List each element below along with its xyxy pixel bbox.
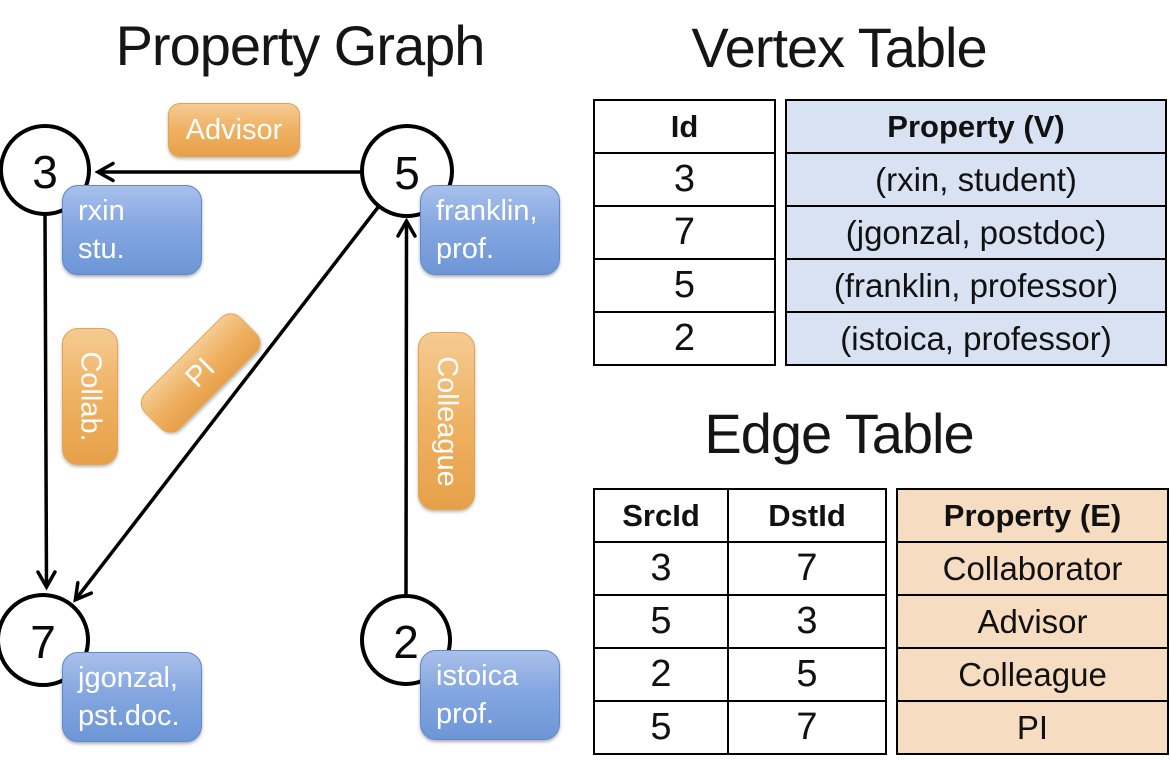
edge-dstid-cell: 7 [727,700,887,755]
table-row: Collaborator [896,541,1169,596]
edge-dstid-cell: 5 [727,647,887,702]
table-row: 5 7 [593,700,887,755]
vertex-col-header-property: Property (V) [785,99,1167,154]
edge-label-pi-text: PI [179,351,222,394]
vertex-property-cell: (istoica, professor) [785,311,1167,366]
table-row: 2 5 [593,647,887,702]
edge-srcid-cell: 5 [593,594,729,649]
vertex-table-property-column: Property (V) (rxin, student) (jgonzal, p… [785,99,1167,366]
node-property-line: franklin, [436,195,538,227]
graph-canvas [0,124,454,687]
table-row: 3 [593,152,776,207]
edge-colleague-arrow [396,217,417,596]
node-id-2: 2 [393,616,419,668]
node-property-line: istoica [436,660,519,692]
edge-col-header-dstid: DstId [727,488,887,543]
vertex-table: Id 3 7 5 2 Property (V) (rxin, student) … [593,99,1167,366]
edge-table-id-columns: SrcId DstId 3 7 5 3 2 5 5 7 [593,488,887,755]
node-property-line: jgonzal, [78,662,178,694]
table-row: (franklin, professor) [785,258,1167,313]
edge-label-colleague-text: Colleague [431,355,464,487]
edge-srcid-cell: 5 [593,700,729,755]
node-property-line: stu. [78,233,125,265]
edge-col-header-property: Property (E) [896,488,1169,543]
node-id-7: 7 [30,616,56,668]
vertex-property-cell: (rxin, student) [785,152,1167,207]
node-id-3: 3 [32,146,58,198]
vertex-col-header-id: Id [593,99,776,154]
node-property-box-7: jgonzal, pst.doc. [62,652,202,742]
edge-property-cell: PI [896,700,1169,755]
edge-srcid-cell: 3 [593,541,729,596]
table-row: (rxin, student) [785,152,1167,207]
node-property-box-5: franklin, prof. [420,185,560,275]
table-row: (jgonzal, postdoc) [785,205,1167,260]
property-graph-title: Property Graph [115,14,486,77]
edge-label-collab-text: Collab. [74,351,107,442]
vertex-id-cell: 2 [593,311,776,366]
edge-table: SrcId DstId 3 7 5 3 2 5 5 7 Property (E)… [593,488,1169,755]
table-row: Advisor [896,594,1169,649]
table-row: PI [896,700,1169,755]
edge-col-header-srcid: SrcId [593,488,729,543]
vertex-table-id-column: Id 3 7 5 2 [593,99,776,366]
node-property-line: rxin [78,195,125,227]
edge-label-colleague: Colleague [418,332,475,510]
edge-dstid-cell: 7 [727,541,887,596]
table-row: 5 [593,258,776,313]
node-property-box-3: rxin stu. [62,185,202,275]
node-property-line: prof. [436,233,495,265]
edge-property-cell: Colleague [896,647,1169,702]
edge-table-title: Edge Table [704,402,974,465]
edge-property-cell: Advisor [896,594,1169,649]
table-row: (istoica, professor) [785,311,1167,366]
edge-dstid-cell: 3 [727,594,887,649]
table-row: Colleague [896,647,1169,702]
node-id-5: 5 [394,147,420,199]
edge-label-collab: Collab. [62,328,118,465]
vertex-property-cell: (franklin, professor) [785,258,1167,313]
vertex-id-cell: 7 [593,205,776,260]
node-property-box-2: istoica prof. [420,650,560,740]
edge-srcid-cell: 2 [593,647,729,702]
edge-property-cell: Collaborator [896,541,1169,596]
vertex-table-title: Vertex Table [691,16,987,79]
node-property-line: prof. [436,698,495,730]
vertex-id-cell: 3 [593,152,776,207]
edge-table-property-column: Property (E) Collaborator Advisor Collea… [896,488,1169,755]
node-property-line: pst.doc. [78,700,180,732]
table-row: 2 [593,311,776,366]
vertex-property-cell: (jgonzal, postdoc) [785,205,1167,260]
table-row: 5 3 [593,594,887,649]
vertex-id-cell: 5 [593,258,776,313]
table-row: 7 [593,205,776,260]
edge-collab-arrow [36,213,57,591]
edge-label-advisor: Advisor [168,103,300,157]
edge-label-advisor-text: Advisor [185,113,283,146]
edge-pi-arrow [73,204,381,603]
table-row: 3 7 [593,541,887,596]
